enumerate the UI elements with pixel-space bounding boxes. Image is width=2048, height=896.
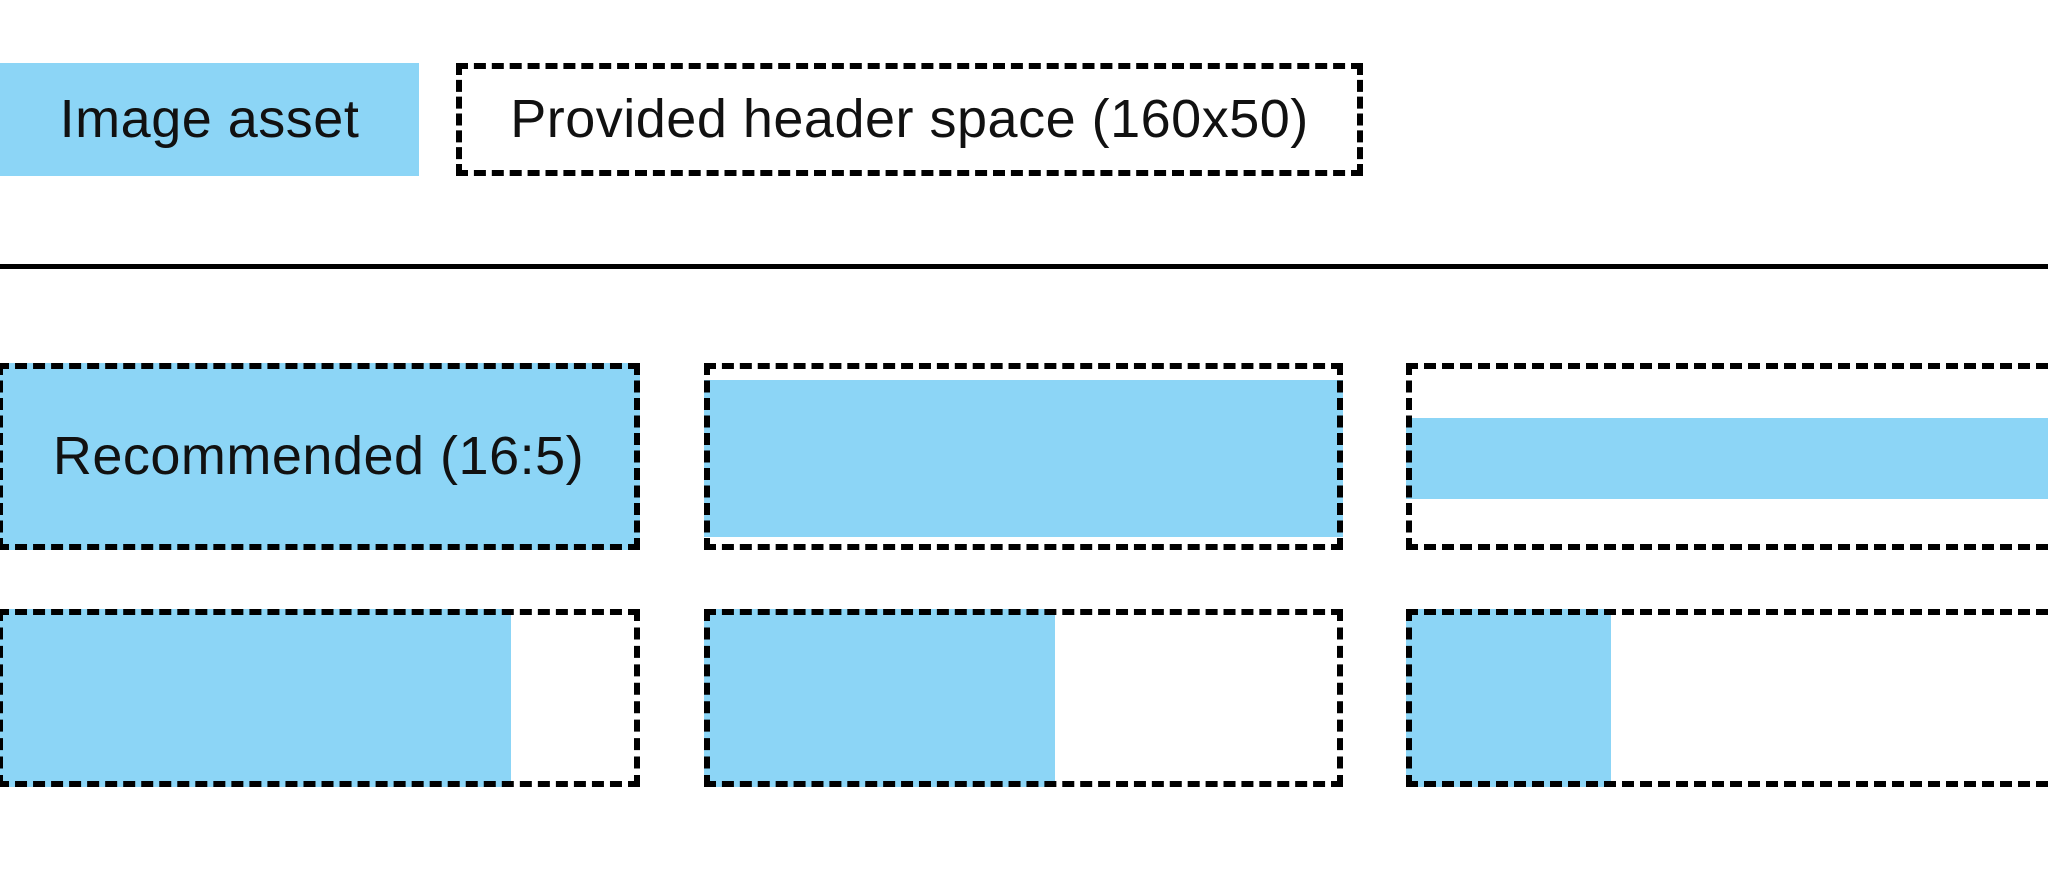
header-space-outline bbox=[1406, 609, 2048, 787]
fit-example-recommended: Recommended (16:5) bbox=[0, 363, 640, 550]
header-space-outline bbox=[0, 363, 640, 550]
legend-header-space-box: Provided header space (160x50) bbox=[456, 63, 1363, 176]
legend-header-space-label: Provided header space (160x50) bbox=[510, 88, 1309, 149]
image-asset-fill bbox=[0, 609, 512, 787]
fit-example-width-80 bbox=[0, 609, 640, 787]
image-asset-fill bbox=[1406, 418, 2048, 499]
legend-image-asset-swatch: Image asset bbox=[0, 63, 419, 176]
divider-line bbox=[0, 264, 2048, 269]
fit-example-width-31 bbox=[1406, 609, 2048, 787]
header-space-outline bbox=[1406, 363, 2048, 550]
legend-image-asset-label: Image asset bbox=[59, 88, 360, 149]
fit-example-short-height bbox=[704, 363, 1343, 550]
recommended-label-wrap: Recommended (16:5) bbox=[0, 363, 640, 550]
header-space-outline bbox=[704, 609, 1343, 787]
fit-example-width-55 bbox=[704, 609, 1343, 787]
fit-example-thin-band bbox=[1406, 363, 2048, 550]
image-asset-fill bbox=[704, 609, 1056, 787]
image-asset-fill bbox=[0, 363, 640, 550]
header-space-outline bbox=[0, 609, 640, 787]
header-space-outline bbox=[704, 363, 1343, 550]
recommended-label: Recommended (16:5) bbox=[52, 425, 585, 486]
image-asset-fill bbox=[1406, 609, 1611, 787]
image-asset-fill bbox=[704, 379, 1343, 537]
